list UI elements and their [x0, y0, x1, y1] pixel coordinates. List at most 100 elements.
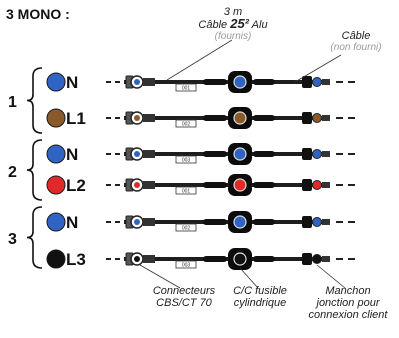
client-cable-note: (non fourni)	[330, 42, 382, 53]
sleeve-tail-3	[322, 151, 330, 157]
cable-tag-2	[175, 119, 197, 128]
fuse-left-cap-1	[203, 79, 227, 85]
connector-body-1	[143, 78, 155, 86]
fuse-left-cap-2	[203, 115, 227, 121]
phase-label-l2: L2	[66, 176, 86, 195]
sleeve-color-dot-2	[312, 113, 322, 123]
cable-tag-number-1: 001	[182, 86, 191, 92]
sleeve-tail-6	[322, 256, 330, 262]
fuse-color-dot-3	[233, 147, 247, 161]
fuse-right-cap-2	[253, 115, 275, 121]
phase-label-l3: L3	[66, 250, 86, 269]
sleeve-label-line3: connexion client	[308, 309, 388, 321]
connector-body-5	[143, 218, 155, 226]
cable-tag-number-6: 003	[182, 263, 191, 269]
connector-core-3	[134, 151, 140, 157]
sleeve-label-line2: jonction pour	[316, 297, 380, 309]
sleeve-tail-4	[322, 182, 330, 188]
connectors-label-line1: Connecteurs	[152, 285, 216, 297]
fuse-left-cap-5	[203, 219, 227, 225]
sleeve-tail-1	[322, 79, 330, 85]
connector-core-5	[134, 219, 140, 225]
connector-body-3	[143, 150, 155, 158]
phase-color-dot-l2-4	[46, 175, 66, 195]
cable-tag-3	[175, 155, 197, 164]
cable-tag-number-2: 002	[182, 122, 191, 128]
fuse-right-cap-3	[253, 151, 275, 157]
sleeve-color-dot-1	[312, 77, 322, 87]
group-number-1: 1	[8, 94, 17, 111]
group-number-2: 2	[8, 164, 17, 181]
connector-core-2	[134, 115, 140, 121]
connector-core-1	[134, 79, 140, 85]
cable-tag-6	[175, 260, 197, 269]
fuse-left-cap-6	[203, 256, 227, 262]
sleeve-label-line1: Manchon	[325, 285, 371, 297]
sleeve-body-2	[302, 112, 312, 124]
fuse-right-cap-5	[253, 219, 275, 225]
phase-color-dot-l3-6	[46, 249, 66, 269]
phase-color-dot-n-1	[46, 72, 66, 92]
phase-label-n-1: N	[66, 73, 79, 92]
fuse-color-dot-5	[233, 215, 247, 229]
supplied-cable-size: 25²	[230, 16, 250, 31]
fuse-label: C/C fusible cylindrique	[222, 285, 298, 309]
group-bracket-2	[26, 139, 43, 201]
fuse-left-cap-3	[203, 151, 227, 157]
phase-label-n-3: N	[66, 213, 79, 232]
sleeve-color-dot-5	[312, 217, 322, 227]
sleeve-body-3	[302, 148, 312, 160]
sleeve-color-dot-4	[312, 180, 322, 190]
group-bracket-1	[26, 67, 43, 134]
leader-fuse	[239, 267, 259, 289]
connectors-label: Connecteurs CBS/CT 70	[142, 285, 226, 309]
cable-tag-4	[175, 186, 197, 195]
sleeve-body-6	[302, 253, 312, 265]
client-cable-title: Câble	[341, 30, 371, 42]
leader-connectors	[139, 264, 181, 289]
fuse-right-cap-1	[253, 79, 275, 85]
cable-tag-number-4: 001	[182, 189, 191, 195]
connector-body-6	[143, 255, 155, 263]
phase-color-dot-l1-2	[46, 108, 66, 128]
group-bracket-3	[26, 206, 43, 269]
cable-tag-5	[175, 223, 197, 232]
sleeve-label: Manchon jonction pour connexion client	[300, 285, 396, 321]
fuse-color-dot-2	[233, 111, 247, 125]
fuse-label-line2: cylindrique	[233, 297, 287, 309]
cable-tag-number-5: 002	[182, 226, 191, 232]
cable-tag-number-3: 003	[182, 158, 191, 164]
sleeve-tail-5	[322, 219, 330, 225]
group-number-3: 3	[8, 231, 17, 248]
diagram-title: 3 MONO :	[6, 6, 70, 22]
connector-body-4	[143, 181, 155, 189]
leader-supplied-cable	[166, 39, 233, 81]
fuse-label-line1: C/C fusible	[233, 285, 287, 297]
connector-core-4	[134, 182, 140, 188]
fuse-color-dot-1	[233, 75, 247, 89]
phase-label-l1: L1	[66, 109, 86, 128]
sleeve-body-4	[302, 179, 312, 191]
supplied-cable-label: 3 m Câble 25² Alu (fournis)	[188, 6, 278, 43]
cable-tag-1	[175, 83, 197, 92]
sleeve-color-dot-6	[312, 254, 322, 264]
supplied-cable-length: 3 m	[223, 6, 243, 18]
connector-core-6	[134, 256, 140, 262]
phase-color-dot-n-3	[46, 144, 66, 164]
phase-label-n-2: N	[66, 145, 79, 164]
sleeve-tail-2	[322, 115, 330, 121]
client-cable-label: Câble (non fourni)	[318, 30, 394, 54]
supplied-cable-prefix: Câble	[198, 19, 231, 31]
sleeve-color-dot-3	[312, 149, 322, 159]
fuse-left-cap-4	[203, 182, 227, 188]
leader-sleeve	[316, 264, 346, 289]
leader-client-cable	[294, 54, 342, 83]
fuse-color-dot-4	[233, 178, 247, 192]
fuse-right-cap-4	[253, 182, 275, 188]
sleeve-body-1	[302, 76, 312, 88]
supplied-cable-note: (fournis)	[214, 31, 252, 42]
fuse-right-cap-6	[253, 256, 275, 262]
supplied-cable-spec: Câble 25² Alu	[188, 16, 278, 31]
phase-color-dot-n-5	[46, 212, 66, 232]
